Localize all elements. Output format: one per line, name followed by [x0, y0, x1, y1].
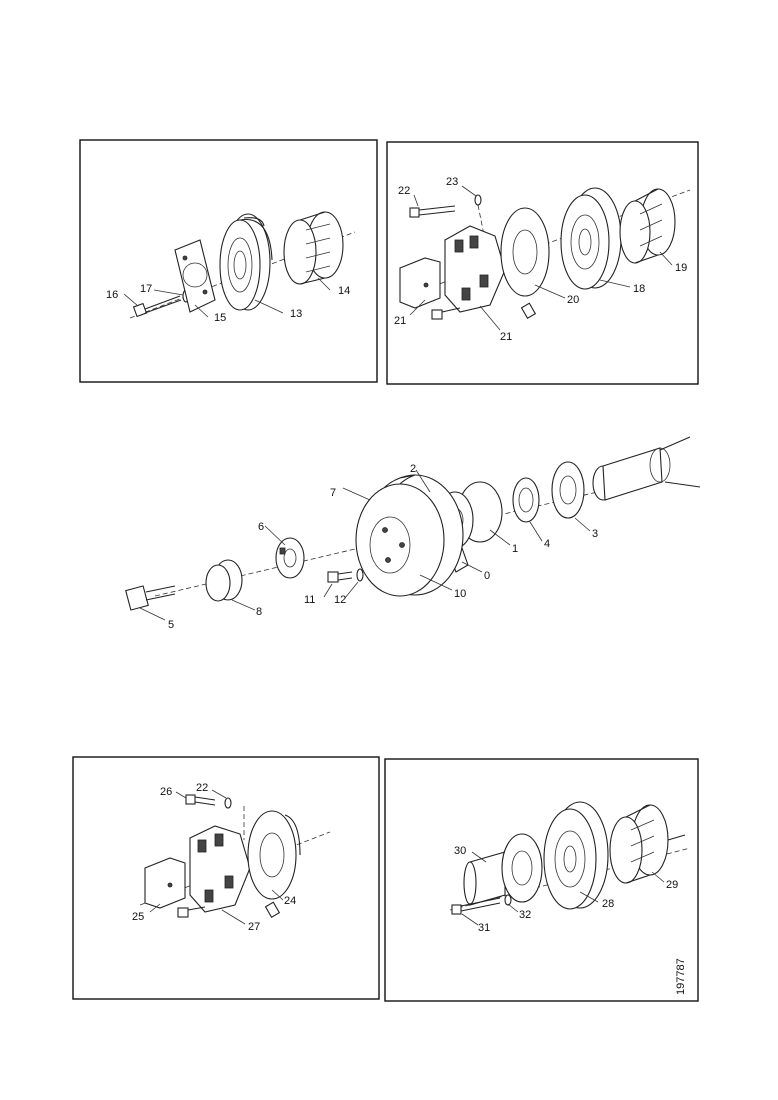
bolt-part	[451, 897, 501, 915]
callout-label: 11	[304, 594, 315, 606]
seal-part	[551, 461, 585, 519]
panel-top-right-frame	[386, 141, 699, 385]
bolt-part	[177, 901, 281, 918]
callout-label: 1	[512, 543, 518, 555]
pulley-part	[543, 801, 609, 910]
callout-label: 5	[168, 619, 174, 631]
flange-part	[174, 239, 216, 313]
washer-part	[474, 194, 482, 206]
callout-label: 31	[478, 922, 490, 934]
bolt-part	[125, 585, 176, 611]
pulley-part	[355, 474, 464, 597]
damper-part	[609, 804, 686, 884]
washer-part	[504, 894, 512, 906]
callout-label: 27	[248, 921, 260, 933]
coupling-block-part	[399, 257, 441, 309]
callout-label: 6	[258, 521, 264, 533]
panel-bottom-right: 30 31 32 28 29 197787	[384, 758, 699, 1002]
callout-label: 4	[544, 538, 550, 550]
callout-label: 10	[454, 588, 466, 600]
callout-label: 32	[519, 909, 531, 921]
callout-label: 12	[334, 594, 346, 606]
coupling-hub-part	[444, 225, 506, 313]
callout-label: 17	[140, 283, 152, 295]
callout-label: 14	[338, 285, 350, 297]
callout-label: 26	[160, 786, 172, 798]
damper-part	[283, 211, 344, 285]
callout-label: 2	[410, 463, 416, 475]
bolt-part	[132, 295, 182, 318]
damper-part	[619, 188, 676, 264]
callout-label: 18	[633, 283, 645, 295]
callout-label: 7	[330, 487, 336, 499]
callout-label: 13	[290, 308, 302, 320]
callout-label: 21	[394, 315, 406, 327]
callout-label: 15	[214, 312, 226, 324]
adapter-part	[463, 833, 543, 906]
callout-label: 23	[446, 176, 458, 188]
callout-label: 0	[484, 570, 490, 582]
callout-label: 22	[398, 185, 410, 197]
center-assembly: 7 2 6 1 4 3 0 10 11 12 5 8	[125, 436, 701, 631]
panel-top-right: 22 23 21 21 20 18 19	[386, 141, 699, 385]
callout-label: 20	[567, 294, 579, 306]
bolt-part	[431, 302, 537, 320]
callout-label: 28	[602, 898, 614, 910]
panel-bottom-left: 26 22 25 27 24	[72, 756, 380, 1000]
bolt-part	[409, 205, 456, 218]
callout-label: 8	[256, 606, 262, 618]
callout-label: 19	[675, 262, 687, 274]
ring-part	[512, 477, 540, 523]
callout-label: 3	[592, 528, 598, 540]
washer-part	[356, 568, 364, 582]
bolt-part	[327, 571, 353, 583]
pulley-part	[560, 187, 622, 290]
panel-bottom-left-frame	[72, 756, 380, 1000]
bolt-part	[185, 794, 216, 806]
coupling-hub-part	[189, 825, 251, 913]
callout-label: 21	[500, 331, 512, 343]
panel-bottom-right-frame	[384, 758, 699, 1002]
damper-part	[275, 537, 305, 579]
figure-code: 197787	[675, 958, 687, 995]
callout-label: 24	[284, 895, 296, 907]
panel-top-left-frame	[79, 139, 378, 383]
callout-label: 25	[132, 911, 144, 923]
callout-label: 22	[196, 782, 208, 794]
callout-label: 30	[454, 845, 466, 857]
flex-disc-part	[247, 810, 301, 900]
callout-label: 29	[666, 879, 678, 891]
panel-top-left: 16 17 15 13 14	[79, 139, 378, 383]
callout-label: 16	[106, 289, 118, 301]
flex-disc-part	[500, 207, 550, 297]
spacer-part	[205, 559, 243, 602]
pulley-part	[219, 213, 273, 311]
washer-part	[224, 797, 232, 809]
crankshaft-part	[592, 436, 701, 501]
coupling-block-part	[144, 857, 186, 909]
